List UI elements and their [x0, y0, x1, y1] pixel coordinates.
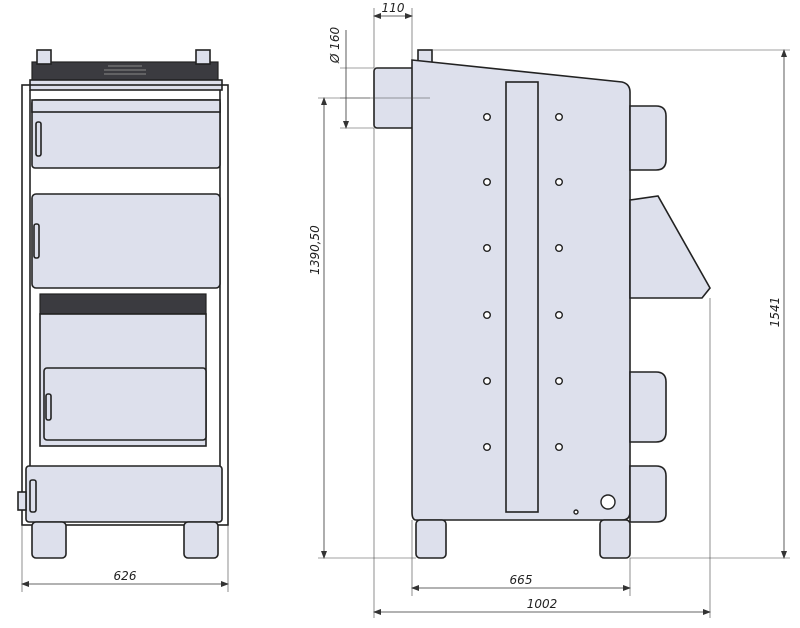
front-ash-door-handle	[45, 393, 52, 421]
side-drain-port	[600, 494, 616, 510]
bolt-hole	[483, 311, 492, 320]
dim-total-depth: 1002	[373, 128, 711, 618]
front-dark-band	[39, 293, 207, 315]
front-side-frame	[21, 84, 229, 526]
dim-flue-height-label: 1390,50	[308, 225, 322, 275]
dim-flue-offset-label: 110	[382, 1, 405, 15]
bolt-hole	[555, 443, 564, 452]
side-bolt-holes	[483, 112, 564, 452]
dim-total-height-label: 1541	[768, 297, 782, 328]
front-bottom-box	[25, 465, 223, 523]
bolt-hole	[483, 443, 492, 452]
bolt-hole	[555, 243, 564, 252]
bolt-hole	[555, 177, 564, 186]
front-top-lid	[31, 61, 219, 83]
front-middle-door-handle	[33, 223, 40, 259]
dim-flue-offset: 110	[373, 1, 413, 68]
bolt-hole	[483, 243, 492, 252]
side-ash-door	[629, 371, 667, 443]
dim-front-width: 626	[21, 525, 229, 592]
dim-side-depth: 665	[411, 520, 631, 596]
front-ash-door	[43, 367, 207, 441]
front-lid-grill	[104, 65, 146, 75]
front-upper-door-top	[31, 99, 221, 113]
front-view	[17, 49, 229, 559]
side-view	[373, 49, 711, 559]
front-left-top-nozzle	[36, 49, 52, 65]
bolt-hole	[555, 377, 564, 386]
side-right-leg	[599, 519, 631, 559]
front-upper-door-handle	[35, 121, 42, 157]
side-vertical-channel	[505, 81, 539, 513]
front-middle-door	[31, 193, 221, 289]
side-small-hole	[573, 509, 579, 515]
dim-flue-diameter: Ø 160	[328, 27, 430, 129]
front-bottom-handle	[29, 479, 37, 513]
bolt-hole	[555, 112, 564, 121]
bolt-hole	[555, 311, 564, 320]
front-side-tap	[17, 491, 27, 511]
side-upper-door	[629, 105, 667, 171]
bolt-hole	[483, 177, 492, 186]
front-right-top-nozzle	[195, 49, 211, 65]
bolt-hole	[483, 112, 492, 121]
side-bottom-door	[629, 465, 667, 523]
bolt-hole	[483, 377, 492, 386]
front-right-leg	[183, 521, 219, 559]
dim-flue-diameter-label: Ø 160	[328, 27, 342, 65]
side-loading-door	[629, 195, 711, 299]
side-left-leg	[415, 519, 447, 559]
dim-side-depth-label: 665	[510, 573, 533, 587]
dim-flue-height: 1390,50	[308, 97, 416, 559]
front-left-leg	[31, 521, 67, 559]
dim-total-depth-label: 1002	[527, 597, 558, 611]
dim-front-width-label: 626	[114, 569, 137, 583]
